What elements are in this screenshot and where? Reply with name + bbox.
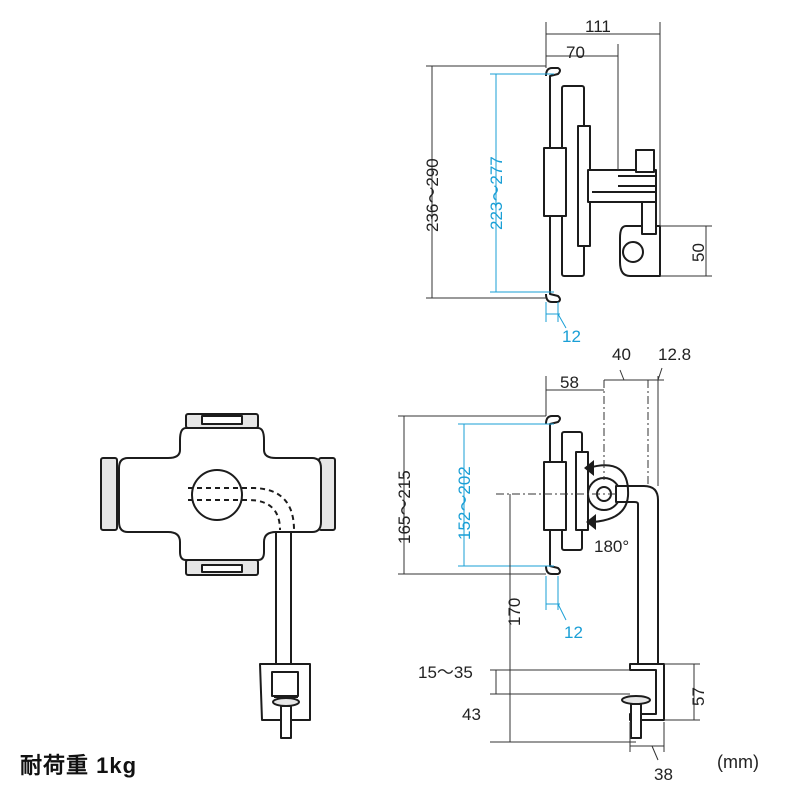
dim-offset: 58 bbox=[560, 373, 579, 392]
unit-label: (mm) bbox=[717, 752, 759, 772]
rotation-label: 180° bbox=[594, 537, 629, 556]
dim-clamp-depth: 43 bbox=[462, 705, 481, 724]
dim-clamp-height-side: 57 bbox=[689, 687, 708, 706]
load-capacity-label: 耐荷重 1kg bbox=[20, 753, 138, 778]
dim-clamp-height: 50 bbox=[689, 243, 708, 262]
dim-inner-height-side: 152～202 bbox=[455, 466, 474, 540]
dim-pole: 12.8 bbox=[658, 345, 691, 364]
dim-clamp-width: 38 bbox=[654, 765, 673, 784]
dim-grip: 12 bbox=[562, 327, 581, 346]
dim-pole-length: 170 bbox=[505, 598, 524, 626]
dim-grip-side: 12 bbox=[564, 623, 583, 642]
dim-arm: 40 bbox=[612, 345, 631, 364]
dim-depth: 70 bbox=[566, 43, 585, 62]
dim-inner-height: 223～277 bbox=[487, 156, 506, 230]
dim-outer-height-side: 165～215 bbox=[395, 470, 414, 544]
top-view: 111 70 236～290 223～277 50 12 bbox=[423, 17, 712, 346]
dim-total-depth: 111 bbox=[585, 17, 611, 36]
dim-clamp-range: 15～35 bbox=[418, 663, 473, 682]
front-view bbox=[100, 413, 336, 739]
side-view: 180° 58 40 12.8 165～215 152～202 bbox=[395, 345, 708, 784]
dim-outer-height: 236～290 bbox=[423, 158, 442, 232]
